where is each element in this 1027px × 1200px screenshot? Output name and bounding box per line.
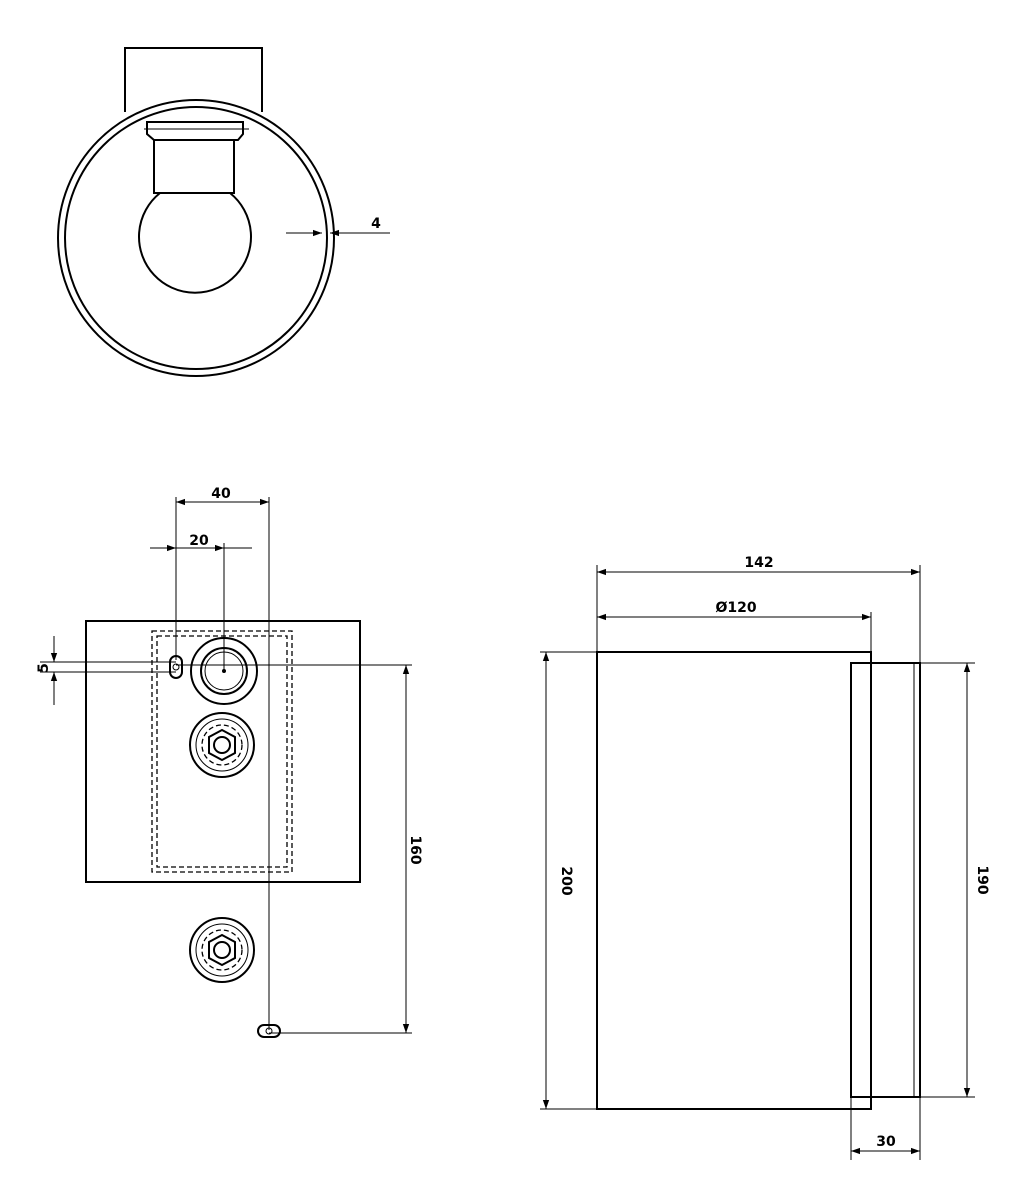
dim-center-offset-20: 20 (189, 533, 209, 549)
upper-nut-dashed (201, 724, 243, 766)
socket-rim (146, 121, 244, 141)
upper-nut-outer (189, 712, 255, 778)
front-view: 40 20 5 160 (36, 486, 423, 1038)
backplate-outline (85, 620, 361, 883)
mount-channel-inner (156, 635, 288, 868)
upper-nut-hex (208, 728, 236, 762)
shade-body-outline (596, 651, 872, 1110)
dim-hole-offset-40: 40 (211, 486, 231, 502)
dim-wall-thickness: 4 (371, 216, 381, 232)
lower-nut-outer (189, 917, 255, 983)
upper-nut-center (213, 736, 231, 754)
dim-hole-spacing-160: 160 (407, 835, 423, 864)
lower-nut-dashed (201, 929, 243, 971)
shade-inner-circle (64, 106, 328, 370)
dim-overall-depth-142: 142 (744, 555, 773, 571)
lower-nut-hex (208, 933, 236, 967)
mount-channel-outer (151, 630, 293, 873)
dim-base-depth-30: 30 (876, 1134, 896, 1150)
lower-nut-center (213, 941, 231, 959)
dim-overall-height-200: 200 (558, 866, 574, 895)
base-plate-outline (850, 662, 921, 1098)
top-view: 4 (57, 47, 390, 377)
dim-hole-dia-5: 5 (36, 663, 52, 673)
dim-shade-diameter: Ø120 (715, 600, 756, 616)
lower-nut-ring (195, 923, 249, 977)
socket-body (153, 140, 235, 194)
bulb-outline (138, 192, 252, 294)
mount-plate-outline (124, 47, 263, 112)
upper-nut-ring (195, 718, 249, 772)
dim-base-height-190: 190 (974, 865, 990, 894)
top-mount-hole (172, 663, 180, 671)
side-view: 142 Ø120 200 190 30 (540, 555, 990, 1160)
shade-outer-circle (57, 99, 335, 377)
